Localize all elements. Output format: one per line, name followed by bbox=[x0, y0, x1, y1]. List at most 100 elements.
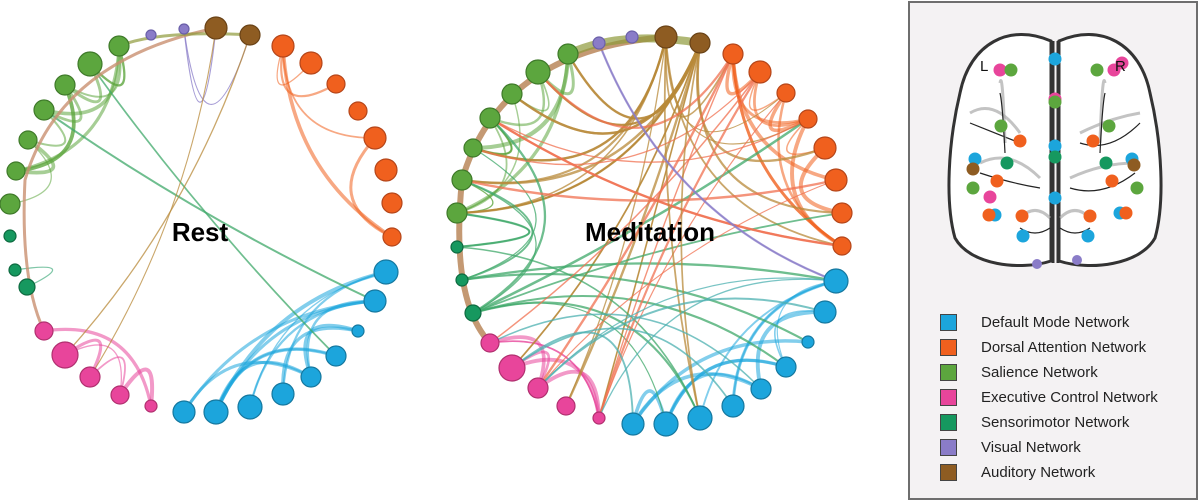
connection-edge bbox=[64, 344, 122, 396]
node-ecn bbox=[556, 396, 576, 416]
node-dmn bbox=[823, 268, 849, 294]
connection-edge bbox=[755, 310, 826, 390]
node-smn bbox=[455, 273, 469, 287]
brain-map: L R bbox=[947, 33, 1163, 269]
connection-edge bbox=[89, 356, 126, 396]
connection-edge bbox=[281, 270, 387, 395]
node-dan bbox=[381, 192, 403, 214]
legend-label: Default Mode Network bbox=[981, 314, 1130, 331]
connection-edge bbox=[537, 179, 837, 389]
brain-node-dan bbox=[1119, 206, 1133, 220]
connection-edge bbox=[664, 372, 762, 425]
connection-edge bbox=[456, 93, 521, 214]
sulcus-line bbox=[979, 172, 1041, 189]
node-ecn bbox=[480, 333, 500, 353]
legend-swatch bbox=[940, 464, 957, 481]
brain-node-smn bbox=[1000, 156, 1014, 170]
node-dan bbox=[831, 202, 853, 224]
connection-edge bbox=[472, 117, 547, 314]
legend-swatch bbox=[940, 339, 957, 356]
brain-node-dan bbox=[990, 174, 1004, 188]
brain-node-ecn bbox=[983, 190, 997, 204]
node-sal bbox=[479, 107, 501, 129]
node-dan bbox=[776, 83, 796, 103]
node-dmn bbox=[271, 382, 295, 406]
node-dan bbox=[798, 109, 818, 129]
brain-node-sal bbox=[1004, 63, 1018, 77]
node-dmn bbox=[775, 356, 797, 378]
connection-edge bbox=[731, 53, 843, 248]
legend-label: Executive Control Network bbox=[981, 389, 1158, 406]
connection-edge bbox=[64, 63, 103, 104]
rest-title: Rest bbox=[172, 217, 229, 247]
brain-node-dan bbox=[1015, 209, 1029, 223]
connection-edge bbox=[663, 36, 701, 419]
sulcus-line bbox=[1019, 227, 1051, 234]
node-ecn bbox=[51, 341, 79, 369]
brain-node-sal bbox=[1048, 95, 1062, 109]
brain-node-aud bbox=[966, 162, 980, 176]
legend-item-ecn: Executive Control Network bbox=[940, 385, 1158, 410]
connection-edge bbox=[472, 36, 668, 162]
connection-edge bbox=[89, 63, 337, 357]
node-dmn bbox=[653, 411, 679, 437]
node-ecn bbox=[110, 385, 130, 405]
connection-edge bbox=[631, 339, 809, 425]
brain-node-sal bbox=[1102, 119, 1116, 133]
connection-edge bbox=[281, 326, 359, 395]
legend-label: Visual Network bbox=[981, 439, 1081, 456]
node-dan bbox=[271, 34, 295, 58]
gyrus-line bbox=[1098, 79, 1107, 144]
brain-node-dan bbox=[1083, 209, 1097, 223]
node-smn bbox=[18, 278, 36, 296]
node-aud bbox=[654, 25, 678, 49]
connection-edge bbox=[456, 117, 508, 214]
connection-edge bbox=[489, 313, 762, 390]
legend-item-vis: Visual Network bbox=[940, 435, 1158, 460]
connection-edge bbox=[753, 71, 809, 127]
node-vis bbox=[625, 30, 639, 44]
connection-edge bbox=[696, 42, 843, 215]
brain-node-dmn bbox=[1048, 191, 1062, 205]
connection-edge bbox=[680, 42, 701, 419]
meditation-title: Meditation bbox=[585, 217, 715, 247]
connection-edge bbox=[461, 179, 534, 281]
node-vis bbox=[178, 23, 190, 35]
brain-node-dmn bbox=[1048, 139, 1062, 153]
node-dmn bbox=[750, 378, 772, 400]
node-dan bbox=[722, 43, 744, 65]
connection-edge bbox=[748, 71, 787, 111]
sulcus-line bbox=[1099, 92, 1106, 154]
node-dmn bbox=[801, 335, 815, 349]
connection-edge bbox=[536, 369, 601, 419]
left-hemisphere bbox=[947, 33, 1053, 268]
connection-edge bbox=[489, 71, 761, 344]
brain-node-dan bbox=[1013, 134, 1027, 148]
connection-edge bbox=[472, 53, 570, 150]
connection-edge bbox=[489, 71, 546, 127]
connectivity-graphs: Rest Meditation bbox=[0, 16, 853, 437]
connection-edge bbox=[489, 117, 809, 163]
connection-edge bbox=[537, 53, 735, 389]
node-ecn bbox=[498, 354, 526, 382]
node-dan bbox=[748, 60, 772, 84]
connection-edge bbox=[472, 71, 761, 166]
node-dmn bbox=[721, 394, 745, 418]
node-dan bbox=[832, 236, 852, 256]
brain-node-ecn bbox=[1115, 56, 1129, 70]
connection-edge bbox=[489, 116, 843, 248]
connection-edge bbox=[43, 109, 376, 302]
node-ecn bbox=[79, 366, 101, 388]
brain-node-dan bbox=[982, 208, 996, 222]
legend-swatch bbox=[940, 314, 957, 331]
connection-edge bbox=[776, 280, 837, 368]
sulcus-line bbox=[1069, 172, 1136, 192]
node-sal bbox=[463, 138, 483, 158]
brain-node-ecn bbox=[993, 63, 1007, 77]
node-dan bbox=[326, 74, 346, 94]
node-sal bbox=[525, 59, 551, 85]
node-ecn bbox=[144, 399, 158, 413]
right-hemisphere bbox=[1057, 33, 1163, 268]
node-dan bbox=[299, 51, 323, 75]
node-dmn bbox=[363, 289, 387, 313]
